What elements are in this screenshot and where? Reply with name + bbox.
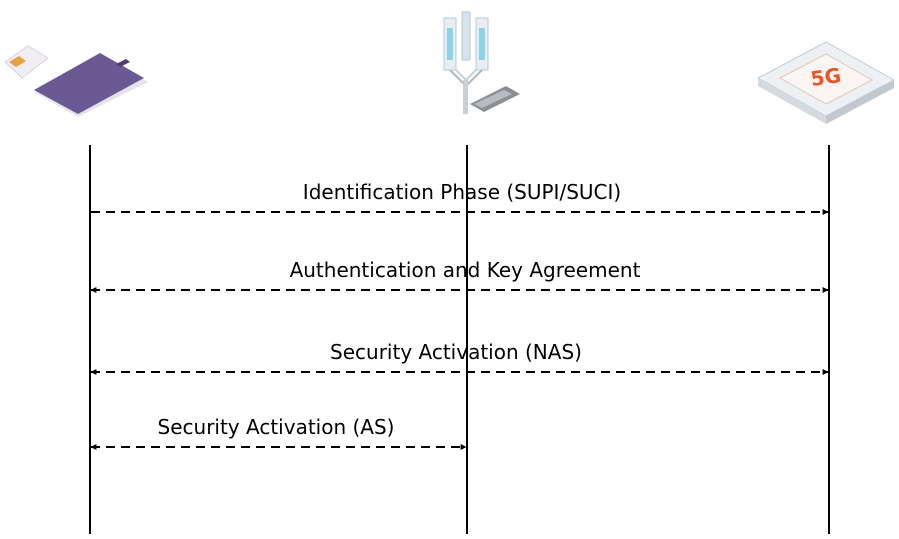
message-label: Authentication and Key Agreement <box>290 258 641 282</box>
message-aka: Authentication and Key Agreement <box>90 258 829 293</box>
message-label: Security Activation (NAS) <box>330 340 582 364</box>
message-label: Security Activation (AS) <box>158 415 395 439</box>
message-label: Identification Phase (SUPI/SUCI) <box>303 180 621 204</box>
chip-label: 5G <box>809 63 842 91</box>
message-identification: Identification Phase (SUPI/SUCI) <box>91 180 829 215</box>
5g-chip-icon: 5G <box>756 41 896 124</box>
antenna-tower-icon <box>443 11 520 114</box>
message-security-as: Security Activation (AS) <box>90 415 467 450</box>
message-security-nas: Security Activation (NAS) <box>90 340 829 375</box>
smartphone-with-sim-icon <box>4 45 148 117</box>
